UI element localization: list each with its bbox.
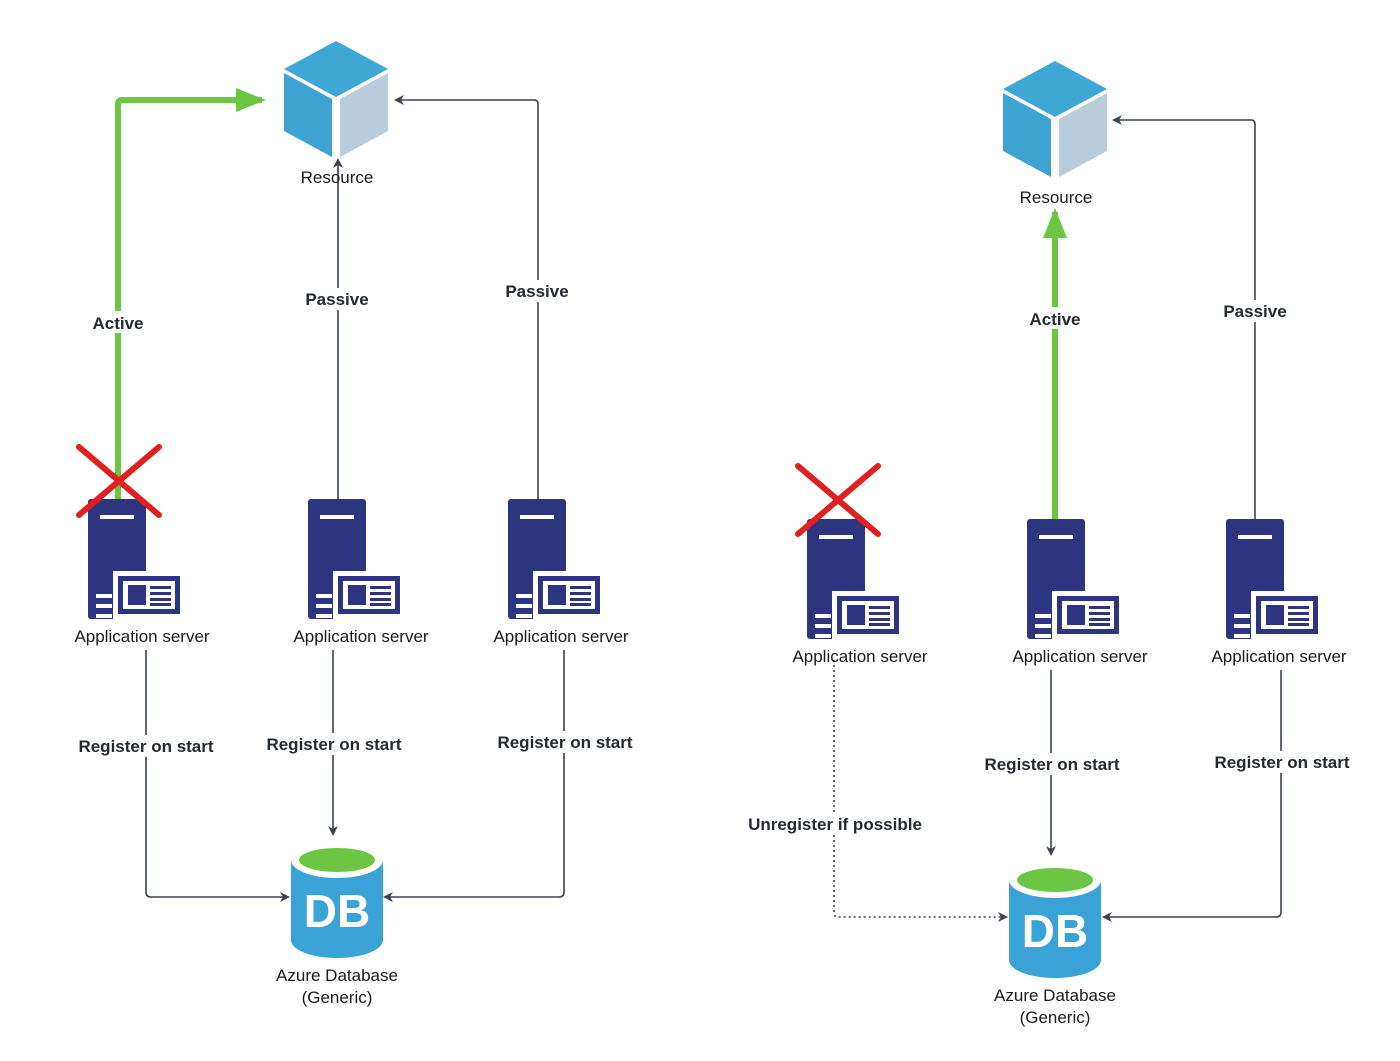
right-app-server-icon-3 <box>1226 519 1323 639</box>
left-app-server-label-1: Application server <box>74 627 209 646</box>
right-passive-connector <box>1112 115 1256 520</box>
right-resource-cube-icon <box>1003 61 1107 177</box>
right-app-server-icon-2 <box>1027 519 1124 639</box>
right-register-connector-3 <box>1102 670 1282 922</box>
right-db-glyph: DB <box>1022 905 1088 957</box>
right-db-label-line2: (Generic) <box>1020 1008 1091 1027</box>
left-register-connector-1 <box>145 650 290 902</box>
right-unregister-label: Unregister if possible <box>748 815 922 834</box>
left-db-label-line1: Azure Database <box>276 966 398 985</box>
right-app-server-label-3: Application server <box>1211 647 1346 666</box>
left-register-label-3: Register on start <box>497 733 632 752</box>
left-resource-cube-icon <box>284 41 388 157</box>
left-app-server-label-3: Application server <box>493 627 628 646</box>
right-register-label-2: Register on start <box>984 755 1119 774</box>
left-register-connector-3 <box>383 650 565 902</box>
right-app-server-label-1: Application server <box>792 647 927 666</box>
left-register-label-2: Register on start <box>266 735 401 754</box>
left-app-server-icon-2 <box>308 499 405 619</box>
left-app-server-icon-1 <box>88 499 185 619</box>
right-diagram: Resource Application server Application … <box>740 61 1356 1027</box>
right-register-label-3: Register on start <box>1214 753 1349 772</box>
left-active-connector <box>115 88 266 500</box>
left-passive-label-2: Passive <box>505 282 568 301</box>
right-active-label: Active <box>1029 310 1080 329</box>
right-app-server-label-2: Application server <box>1012 647 1147 666</box>
right-resource-label: Resource <box>1020 188 1093 207</box>
left-passive-label-1: Passive <box>305 290 368 309</box>
right-db-label-line1: Azure Database <box>994 986 1116 1005</box>
right-app-server-icon-1 <box>807 519 904 639</box>
left-active-label: Active <box>92 314 143 333</box>
left-db-label-line2: (Generic) <box>302 988 373 1007</box>
left-passive-connector-2 <box>394 95 539 500</box>
right-unregister-connector <box>833 660 1008 922</box>
left-register-label-1: Register on start <box>78 737 213 756</box>
right-passive-label: Passive <box>1223 302 1286 321</box>
left-app-server-icon-3 <box>508 499 605 619</box>
left-resource-label: Resource <box>301 168 374 187</box>
left-diagram: Resource Application server Application … <box>72 41 639 1007</box>
left-app-server-label-2: Application server <box>293 627 428 646</box>
left-db-glyph: DB <box>304 885 370 937</box>
